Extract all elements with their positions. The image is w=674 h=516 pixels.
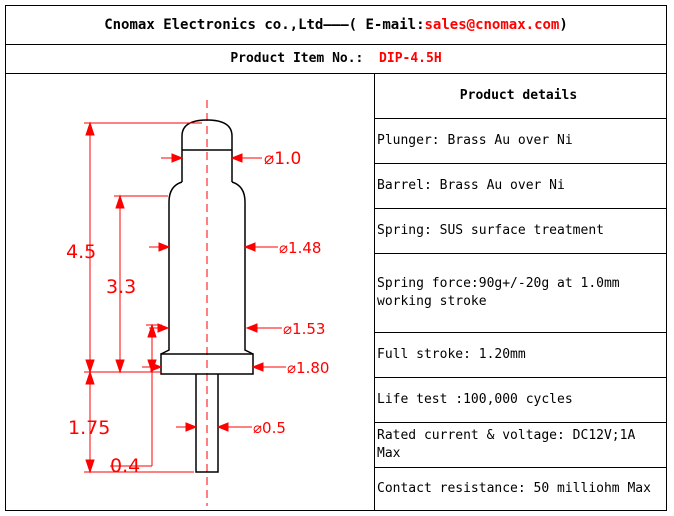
- dim-barrel-diameter: ⌀1.48: [279, 239, 321, 257]
- pin-outline: [160, 119, 254, 473]
- dimension-labels: ⌀1.0 ⌀1.48 ⌀1.53 ⌀1.80 ⌀0.5 4.5 3.3 1.75…: [66, 149, 329, 477]
- detail-rated-current: Rated current & voltage: DC12V;1A Max: [375, 423, 666, 468]
- dim-barrel-length: 3.3: [106, 276, 136, 298]
- vertical-dimensions: [85, 121, 157, 474]
- dim-flange-length: 0.4: [110, 455, 140, 477]
- detail-contact-resistance: Contact resistance: 50 milliohm Max: [377, 481, 651, 496]
- barrel: [160, 181, 254, 355]
- detail-spring: Spring: SUS surface treatment: [375, 209, 666, 254]
- company-header: Cnomax Electronics co.,Ltd———( E-mail: s…: [6, 6, 666, 45]
- header-close: ): [559, 17, 568, 33]
- detail-life-test: Life test :100,000 cycles: [375, 378, 666, 423]
- company-name: Cnomax Electronics co.,Ltd———( E-mail:: [104, 17, 425, 33]
- plunger-neck: [181, 154, 233, 182]
- detail-barrel: Barrel: Brass Au over Ni: [375, 164, 666, 209]
- dim-tail-length: 1.75: [68, 417, 110, 439]
- product-item-row: Product Item No.: DIP-4.5H: [6, 44, 666, 74]
- tail: [195, 374, 219, 473]
- email-link[interactable]: sales@cnomax.com: [424, 17, 560, 33]
- product-item-label: Product Item No.:: [230, 51, 364, 66]
- details-title: Product details: [375, 74, 666, 119]
- technical-drawing: ⌀1.0 ⌀1.48 ⌀1.53 ⌀1.80 ⌀0.5 4.5 3.3 1.75…: [6, 74, 375, 510]
- diameter-leaders: [142, 153, 286, 432]
- spec-sheet: Cnomax Electronics co.,Ltd———( E-mail: s…: [5, 5, 667, 511]
- detail-plunger: Plunger: Brass Au over Ni: [375, 119, 666, 164]
- dim-lower-diameter: ⌀1.53: [283, 320, 325, 338]
- detail-spring-force: Spring force:90g+/-20g at 1.0mm working …: [375, 254, 666, 333]
- plunger-tip: [181, 119, 233, 154]
- dim-total-length: 4.5: [66, 241, 96, 263]
- pogo-pin-drawing: ⌀1.0 ⌀1.48 ⌀1.53 ⌀1.80 ⌀0.5 4.5 3.3 1.75…: [66, 100, 329, 506]
- dim-flange-diameter: ⌀1.80: [287, 359, 329, 377]
- dim-tip-diameter: ⌀1.0: [264, 149, 301, 169]
- detail-full-stroke: Full stroke: 1.20mm: [375, 333, 666, 378]
- product-item-value: DIP-4.5H: [379, 51, 442, 66]
- product-details-table: Product details Plunger: Brass Au over N…: [375, 74, 666, 510]
- flange: [160, 353, 254, 375]
- dim-tail-diameter: ⌀0.5: [253, 419, 286, 437]
- extension-lines: [84, 122, 202, 473]
